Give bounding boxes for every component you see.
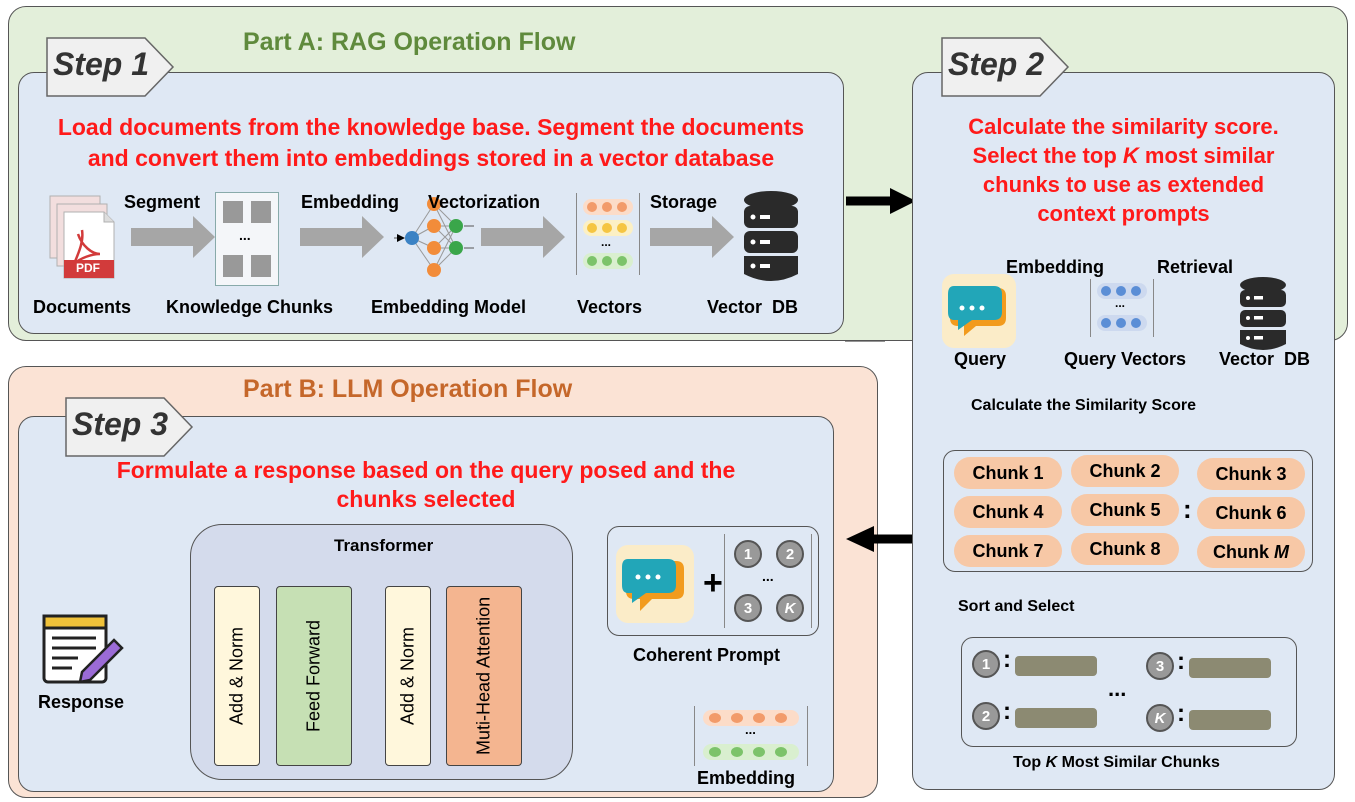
ellipsis: ... bbox=[1108, 676, 1127, 701]
vectorization-label: Vectorization bbox=[428, 192, 541, 212]
add-norm-block: Add & Norm bbox=[214, 586, 260, 766]
vectors-icon: ... bbox=[576, 193, 640, 275]
embedding-model-label: Embedding Model bbox=[371, 297, 526, 317]
part-a-title: Part A: RAG Operation Flow bbox=[243, 28, 576, 56]
query-vectors-label: Query Vectors bbox=[1064, 349, 1187, 369]
top-k-label: Top K Most Similar Chunks bbox=[1013, 754, 1220, 771]
selected-chunks-bracket bbox=[724, 534, 812, 628]
chunk-pill: Chunk 3 bbox=[1197, 458, 1305, 490]
pdf-documents-icon: PDF bbox=[48, 194, 118, 284]
storage-label: Storage bbox=[650, 192, 718, 212]
chat-bubble-icon bbox=[616, 545, 694, 623]
feed-forward-block: Feed Forward bbox=[276, 586, 352, 766]
step2-description: Calculate the similarity score. Select t… bbox=[968, 114, 1279, 226]
documents-label: Documents bbox=[33, 297, 132, 317]
ellipsis: ... bbox=[762, 568, 774, 584]
sort-select-label: Sort and Select bbox=[958, 598, 1075, 615]
rank-badge: 3 bbox=[734, 594, 762, 622]
query-embedding-label: Embedding bbox=[1006, 257, 1104, 277]
rank-badge: 2 bbox=[972, 702, 1000, 730]
chunk-pill: Chunk 2 bbox=[1071, 455, 1179, 487]
chunk-pill-m: Chunk M bbox=[1197, 536, 1305, 568]
database-icon bbox=[742, 190, 800, 284]
embedding-label-step3: Embedding bbox=[697, 768, 795, 788]
chunk-pill: Chunk 8 bbox=[1071, 533, 1179, 565]
chunk-bar bbox=[1015, 656, 1097, 676]
rank-badge: 1 bbox=[972, 650, 1000, 678]
step3-tag: Step 3 bbox=[64, 396, 194, 458]
rank-badge-k: K bbox=[776, 594, 804, 622]
query-label: Query bbox=[954, 349, 1007, 369]
embedding-label: Embedding bbox=[301, 192, 399, 212]
colon: : bbox=[1177, 648, 1185, 675]
vectors-label: Vectors bbox=[577, 297, 643, 317]
step1-description: Load documents from the knowledge base. … bbox=[57, 114, 805, 171]
similarity-score-label: Calculate the Similarity Score bbox=[971, 397, 1196, 414]
retrieval-label: Retrieval bbox=[1157, 257, 1234, 277]
chunk-bar bbox=[1015, 708, 1097, 728]
part-b-title: Part B: LLM Operation Flow bbox=[243, 375, 573, 403]
rank-badge-k: K bbox=[1146, 704, 1174, 732]
attention-block: Muti-Head Attention bbox=[446, 586, 522, 766]
colon: : bbox=[1177, 700, 1185, 727]
rank-badge: 3 bbox=[1146, 652, 1174, 680]
chat-bubble-icon bbox=[942, 274, 1016, 348]
response-label: Response bbox=[38, 692, 125, 712]
knowledge-chunks-icon: ... bbox=[215, 192, 279, 286]
vector-db-label: Vector DB bbox=[707, 297, 799, 317]
neural-network-icon bbox=[392, 190, 476, 282]
response-document-icon bbox=[38, 612, 128, 690]
colon: : bbox=[1003, 698, 1011, 725]
segment-label: Segment bbox=[124, 192, 201, 212]
rank-badge: 2 bbox=[776, 540, 804, 568]
coherent-prompt-label: Coherent Prompt bbox=[633, 645, 781, 665]
step2-tag: Step 2 bbox=[940, 36, 1070, 98]
add-norm-block: Add & Norm bbox=[385, 586, 431, 766]
vector-db-label-2: Vector DB bbox=[1219, 349, 1311, 369]
embedding-vectors-icon: ... bbox=[694, 706, 808, 766]
chunk-pill: Chunk 7 bbox=[954, 535, 1062, 567]
query-vectors-icon: ... bbox=[1090, 279, 1154, 337]
chunk-bar bbox=[1189, 658, 1271, 678]
database-icon bbox=[1238, 276, 1288, 352]
chunk-colon: : bbox=[1183, 494, 1192, 524]
colon: : bbox=[1003, 646, 1011, 673]
pdf-label: PDF bbox=[76, 261, 100, 275]
plus-sign: + bbox=[703, 564, 723, 602]
chunk-pill: Chunk 6 bbox=[1197, 497, 1305, 529]
step1-grey-arrows bbox=[131, 216, 734, 258]
transformer-title: Transformer bbox=[334, 536, 434, 555]
step3-description: Formulate a response based on the query … bbox=[116, 457, 736, 512]
top-k-box bbox=[961, 637, 1297, 747]
chunk-pill: Chunk 5 bbox=[1071, 494, 1179, 526]
chunk-pill: Chunk 1 bbox=[954, 457, 1062, 489]
step1-tag: Step 1 bbox=[45, 36, 175, 98]
rank-badge: 1 bbox=[734, 540, 762, 568]
chunk-bar bbox=[1189, 710, 1271, 730]
knowledge-chunks-label: Knowledge Chunks bbox=[166, 297, 334, 317]
chunk-pill: Chunk 4 bbox=[954, 496, 1062, 528]
